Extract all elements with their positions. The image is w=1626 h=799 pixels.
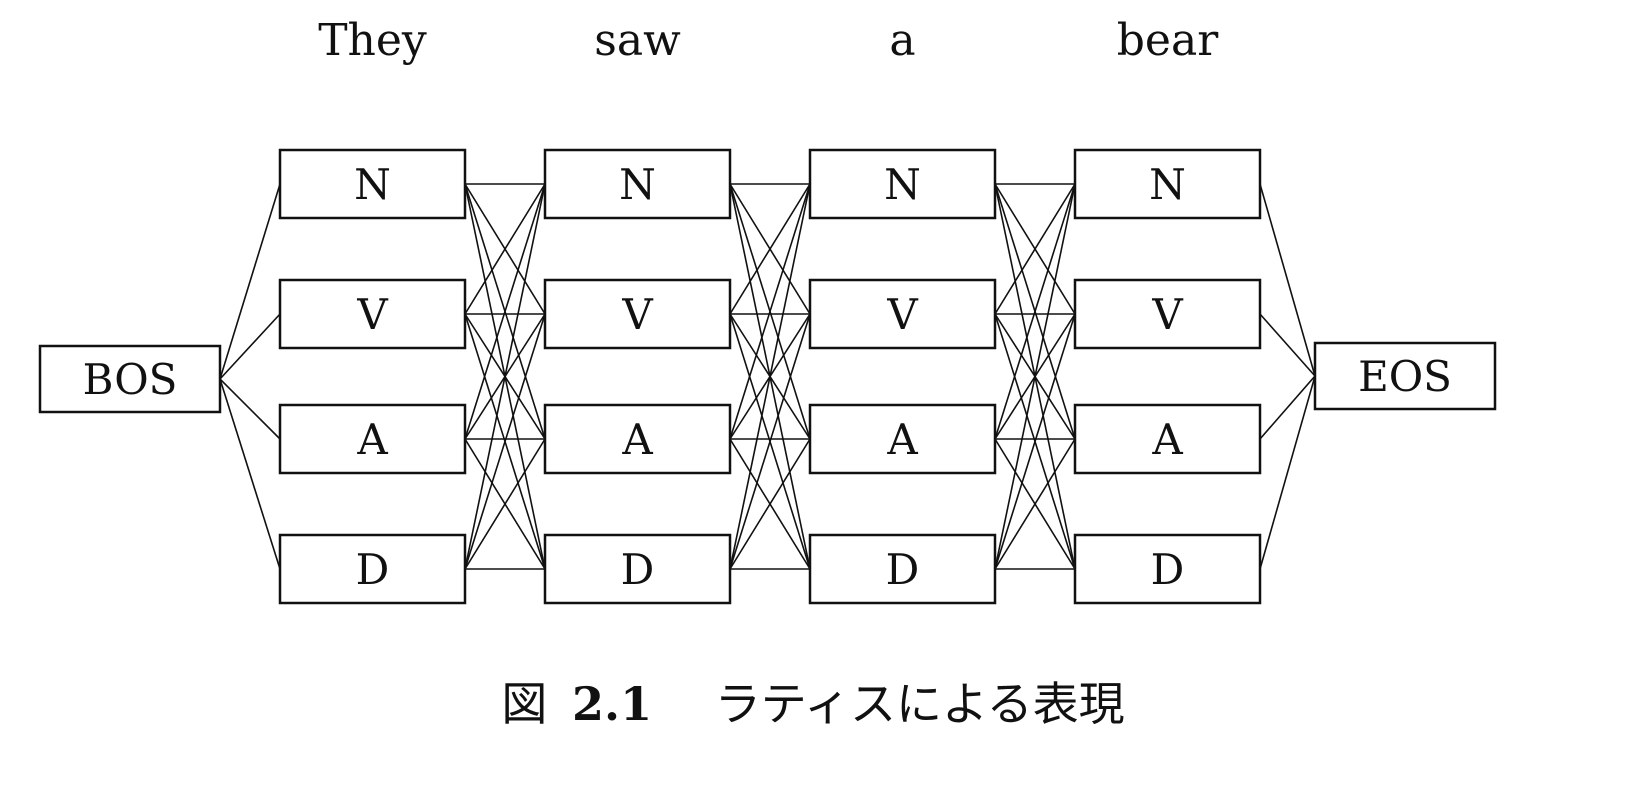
node-w3-N: N (808, 148, 997, 220)
figure-caption: 図 2.1 ラティスによる表現 (0, 668, 1626, 734)
node-w1-V-box (278, 278, 467, 350)
bos-node: BOS (38, 344, 222, 414)
node-w1-N: N (278, 148, 467, 220)
node-w2-N-label: N (619, 160, 656, 209)
node-w2-V-label: V (621, 290, 653, 339)
edge-D-eos (1259, 375, 1316, 570)
lattice-edges (219, 183, 1316, 570)
node-w1-N-label: N (354, 160, 391, 209)
node-w3-V: V (808, 278, 997, 350)
edge-c3-A-N (994, 183, 1076, 440)
edge-bos-N (219, 183, 281, 380)
node-w4-D: D (1073, 533, 1262, 605)
edge-c2-A-N (729, 183, 811, 440)
node-w3-V-label: V (886, 290, 918, 339)
node-w3-D-label: D (886, 545, 920, 594)
node-w4-V-label: V (1151, 290, 1183, 339)
caption-prefix: 図 (501, 677, 548, 731)
bos-node-box (38, 344, 222, 414)
node-w1-N-box (278, 148, 467, 220)
edge-c1-D-A (464, 438, 546, 570)
node-w3-N-box (808, 148, 997, 220)
node-w2-N-box (543, 148, 732, 220)
node-w4-V-box (1073, 278, 1262, 350)
node-w4-D-box (1073, 533, 1262, 605)
node-w3-D: D (808, 533, 997, 605)
edge-bos-V (219, 313, 281, 380)
word-3: a (889, 15, 915, 66)
edge-bos-D (219, 378, 281, 570)
node-w2-D: D (543, 533, 732, 605)
node-w4-V: V (1073, 278, 1262, 350)
node-w1-V: V (278, 278, 467, 350)
word-4: bear (1117, 15, 1219, 66)
node-w3-V-box (808, 278, 997, 350)
node-w2-D-label: D (621, 545, 655, 594)
edge-c1-V-N (464, 183, 546, 315)
edge-c3-V-N (994, 183, 1076, 315)
word-row: They saw a bear (318, 15, 1219, 66)
node-w4-N-box (1073, 148, 1262, 220)
edge-c3-D-A (994, 438, 1076, 570)
eos-node: EOS (1313, 341, 1497, 411)
edge-c2-D-A (729, 438, 811, 570)
node-w1-D-box (278, 533, 467, 605)
node-w1-V-label: V (356, 290, 388, 339)
edge-c1-D-V (464, 313, 546, 570)
bos-node-label: BOS (83, 355, 178, 404)
node-w1-D-label: D (356, 545, 390, 594)
edge-c1-A-N (464, 183, 546, 440)
node-w4-A-label: A (1151, 415, 1183, 464)
node-w4-N-label: N (1149, 160, 1186, 209)
edge-c2-V-N (729, 183, 811, 315)
node-w2-V: V (543, 278, 732, 350)
lattice-nodes: BOS EOS N V A D N V A D N V A D N V A D (38, 148, 1497, 605)
node-w1-A: A (278, 403, 467, 475)
node-w2-N: N (543, 148, 732, 220)
caption-number: 2.1 (572, 677, 653, 731)
edge-A-eos (1259, 375, 1316, 440)
node-w1-A-label: A (356, 415, 388, 464)
node-w1-A-box (278, 403, 467, 475)
node-w3-N-label: N (884, 160, 921, 209)
node-w4-N: N (1073, 148, 1262, 220)
node-w2-A: A (543, 403, 732, 475)
node-w2-V-box (543, 278, 732, 350)
edge-bos-A (219, 378, 281, 440)
caption-text: ラティスによる表現 (714, 677, 1125, 731)
node-w3-A-label: A (886, 415, 918, 464)
node-w2-A-box (543, 403, 732, 475)
node-w1-D: D (278, 533, 467, 605)
node-w2-A-label: A (621, 415, 653, 464)
eos-node-label: EOS (1358, 352, 1452, 401)
word-2: saw (594, 15, 681, 66)
word-1: They (318, 15, 427, 66)
edge-N-eos (1259, 183, 1316, 377)
node-w2-D-box (543, 533, 732, 605)
edge-c2-D-V (729, 313, 811, 570)
edge-c1-D-N (464, 183, 546, 570)
edge-c2-D-N (729, 183, 811, 570)
node-w3-D-box (808, 533, 997, 605)
edge-V-eos (1259, 313, 1316, 377)
node-w4-D-label: D (1151, 545, 1185, 594)
edge-c3-D-V (994, 313, 1076, 570)
edge-c3-D-N (994, 183, 1076, 570)
node-w4-A-box (1073, 403, 1262, 475)
node-w3-A-box (808, 403, 997, 475)
node-w3-A: A (808, 403, 997, 475)
eos-node-box (1313, 341, 1497, 411)
node-w4-A: A (1073, 403, 1262, 475)
